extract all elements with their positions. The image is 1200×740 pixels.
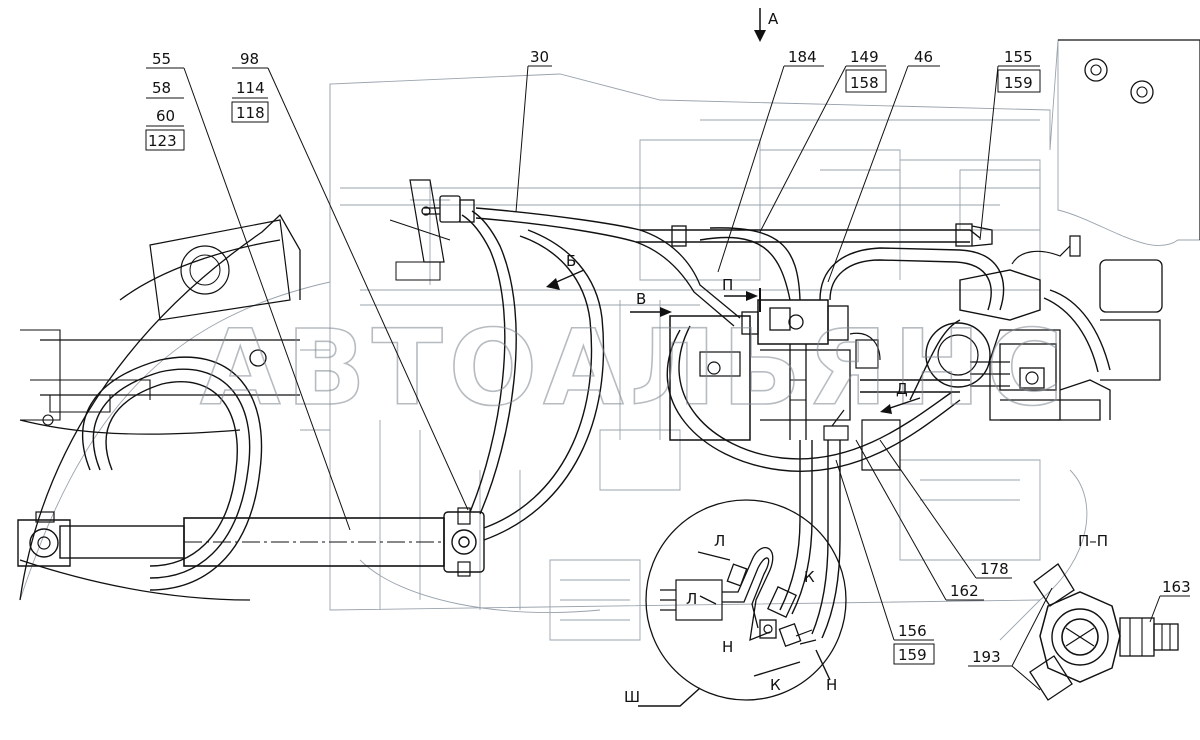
chassis-outline <box>19 39 1200 641</box>
callout-30: 30 <box>530 48 549 66</box>
top-left-fittings <box>389 179 475 281</box>
section-p-p <box>1029 563 1179 701</box>
callout-55: 55 <box>152 50 171 68</box>
view-arrow-v: В <box>630 290 672 317</box>
view-mark-d: Д <box>896 380 908 398</box>
callout-156: 156 <box>898 622 927 640</box>
view-arrow-d: Д <box>880 380 921 414</box>
section-mark-n-right: Н <box>826 676 837 694</box>
callout-155: 155 <box>1004 48 1033 66</box>
cylinder-hoses <box>461 210 605 541</box>
top-pipe-30 <box>475 207 993 327</box>
callout-163: 163 <box>1162 578 1191 596</box>
callout-162: 162 <box>950 582 979 600</box>
view-arrow-b: Б <box>546 252 585 290</box>
watermark-text: АВТОАЛЬЯНС <box>200 307 1069 429</box>
callout-46: 46 <box>914 48 933 66</box>
section-mark-k-top: К <box>804 568 815 586</box>
callout-158: 158 <box>850 74 879 92</box>
callout-184: 184 <box>788 48 817 66</box>
callout-numbers: 55 58 60 123 98 114 118 30 184 149 158 4… <box>145 48 1191 666</box>
callout-123: 123 <box>148 132 177 150</box>
view-mark-a: А <box>768 10 779 28</box>
detail-mark-sh: Ш <box>624 688 640 706</box>
callout-178: 178 <box>980 560 1009 578</box>
section-mark-p: П <box>722 276 733 294</box>
callout-leaders <box>146 65 1190 691</box>
section-mark-n-left: Н <box>722 638 733 656</box>
valve-block <box>669 299 901 471</box>
section-arrow-p: П <box>722 276 761 312</box>
view-mark-v: В <box>636 290 646 308</box>
valve-hoses <box>666 227 1005 472</box>
section-title: П–П <box>1078 532 1108 550</box>
callout-98: 98 <box>240 50 259 68</box>
callout-118: 118 <box>236 104 265 122</box>
callout-58: 58 <box>152 79 171 97</box>
hydraulic-cylinder <box>17 507 485 577</box>
view-mark-b: Б <box>566 252 576 270</box>
callout-159-top: 159 <box>1004 74 1033 92</box>
pump-assembly <box>925 235 1163 421</box>
callout-193: 193 <box>972 648 1001 666</box>
lower-hoses <box>779 440 841 639</box>
callout-159-bottom: 159 <box>898 646 927 664</box>
callout-149: 149 <box>850 48 879 66</box>
section-mark-l-top: Л <box>714 532 725 550</box>
view-arrow-a: А <box>754 8 779 42</box>
boom-arm <box>19 213 301 601</box>
detail-circle-sh <box>645 499 847 701</box>
callout-60: 60 <box>156 107 175 125</box>
callout-114: 114 <box>236 79 265 97</box>
section-mark-l-bottom: Л <box>686 590 697 608</box>
top-right-cover <box>1058 39 1200 240</box>
section-mark-k-bottom: К <box>770 676 781 694</box>
boom-hose-loop <box>19 356 263 601</box>
